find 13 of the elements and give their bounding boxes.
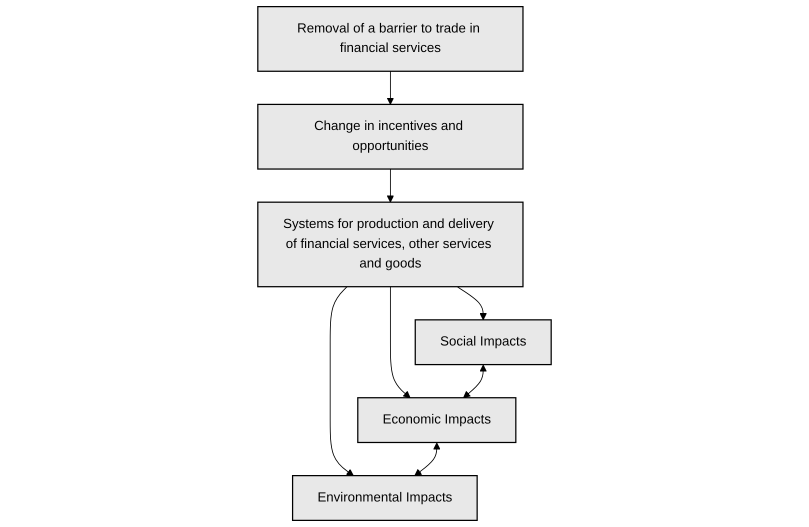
arrow <box>390 286 410 398</box>
arrow <box>456 286 487 320</box>
arrow <box>330 286 354 476</box>
node-box: Systems for production and delivery of financial services, other services and goods <box>257 202 524 288</box>
node-box: Economic Impacts <box>357 397 516 444</box>
arrow <box>386 70 394 105</box>
node-box: Environmental Impacts <box>292 475 478 521</box>
node-box: Removal of a barrier to trade in financial services <box>257 6 524 72</box>
node-box: Change in incentives and opportunities <box>257 104 524 170</box>
node-box: Social Impacts <box>414 319 552 366</box>
arrow <box>414 442 440 476</box>
arrow <box>386 168 394 203</box>
arrow <box>463 364 487 398</box>
